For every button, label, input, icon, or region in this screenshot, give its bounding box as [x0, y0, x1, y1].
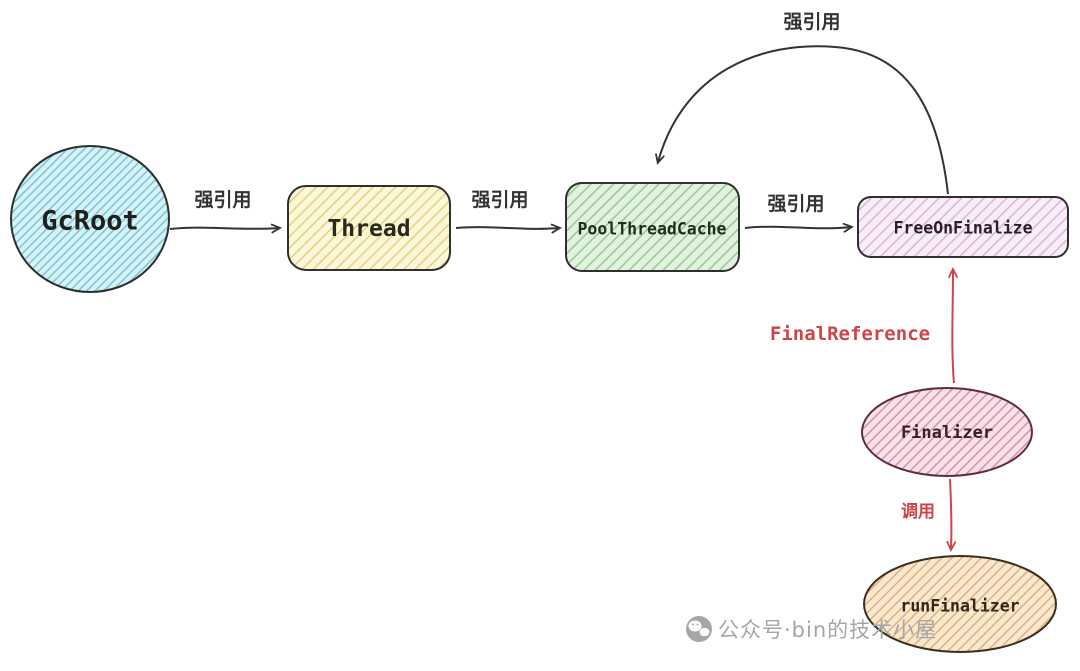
edge-label-final-reference: FinalReference: [770, 323, 930, 345]
free-on-finalize-node: FreeOnFinalize: [857, 196, 1069, 258]
watermark: 公众号·bin的技术小屋: [686, 616, 937, 642]
edge-gcroot-thread: 强引用: [169, 189, 283, 234]
watermark-text: 公众号·bin的技术小屋: [718, 618, 937, 642]
gcroot-node: GcRoot: [10, 145, 170, 293]
finalizer-label: Finalizer: [901, 423, 993, 443]
pool-thread-cache-node: PoolThreadCache: [565, 182, 740, 272]
edge-pool-free: 强引用: [744, 193, 854, 233]
edge-label-thread-pool: 强引用: [471, 189, 528, 211]
thread-node: Thread: [287, 185, 451, 271]
edge-finalizer-free: FinalReference: [770, 266, 958, 384]
thread-label: Thread: [327, 216, 410, 242]
gcroot-label: GcRoot: [41, 206, 139, 237]
edge-finalizer-runfinalizer: 调用: [901, 478, 957, 553]
pool-thread-cache-label: PoolThreadCache: [577, 220, 726, 239]
edge-label-free-pool-loop: 强引用: [783, 11, 840, 33]
edge-label-gcroot-thread: 强引用: [194, 189, 251, 211]
wechat-icon: [686, 616, 712, 642]
edge-label-call: 调用: [901, 502, 935, 522]
finalizer-node: Finalizer: [861, 387, 1033, 477]
run-finalizer-node: runFinalizer: [863, 555, 1057, 653]
run-finalizer-label: runFinalizer: [900, 597, 1019, 616]
edge-free-pool-loop: 强引用: [655, 11, 949, 195]
edge-label-pool-free: 强引用: [767, 193, 824, 215]
free-on-finalize-label: FreeOnFinalize: [893, 219, 1032, 238]
edge-thread-pool: 强引用: [455, 189, 563, 234]
